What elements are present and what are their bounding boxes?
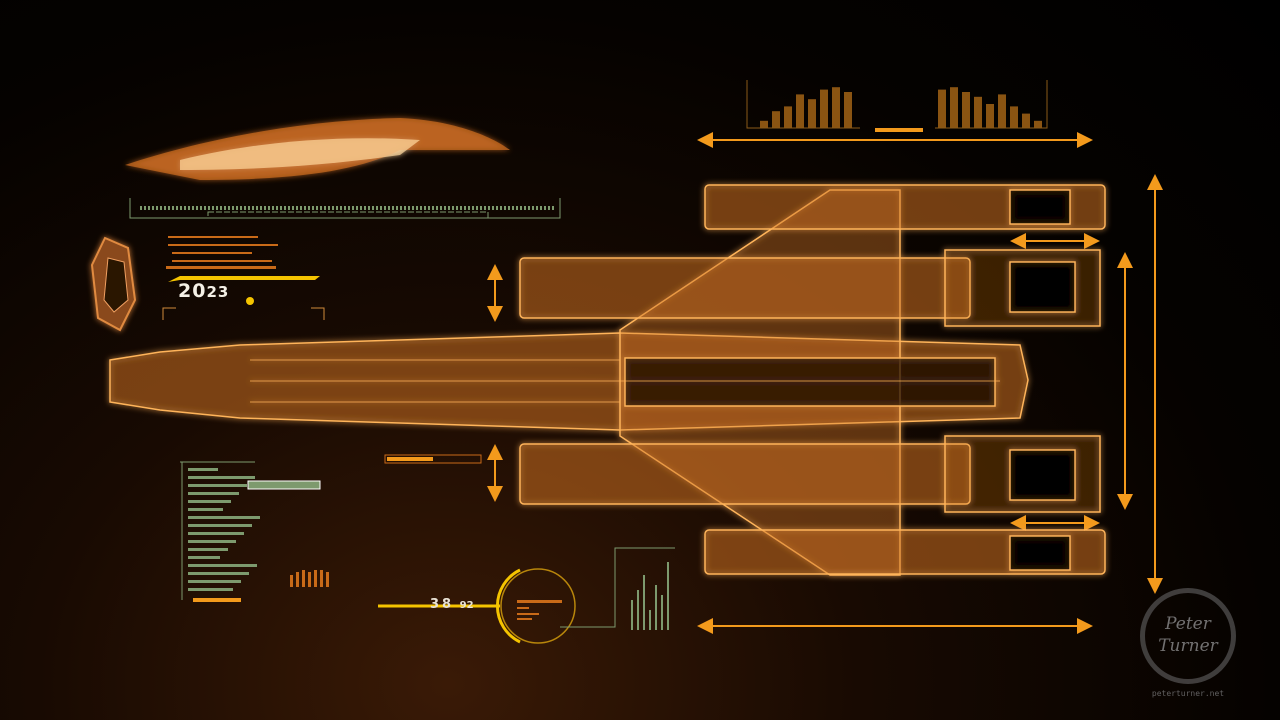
- list-selection: [247, 480, 321, 490]
- emblem-icon: [90, 236, 137, 332]
- dial-arc: [496, 568, 521, 644]
- watermark-logo: Peter Turner peterturner.net: [1140, 588, 1236, 698]
- list-item: [188, 532, 244, 535]
- list-item: [188, 548, 228, 551]
- list-item: [188, 580, 241, 583]
- mini-bars: [290, 570, 329, 587]
- bar-chart-right: [938, 87, 1042, 128]
- bar: [1010, 106, 1018, 128]
- dimension-arrows: [487, 132, 1163, 634]
- dial-text: [517, 600, 562, 620]
- list-item: [188, 516, 260, 519]
- bar: [986, 104, 994, 128]
- year-minor: 23: [206, 283, 230, 301]
- list-item: [188, 564, 257, 567]
- year-bracket: [168, 276, 320, 282]
- list-item: [188, 540, 236, 543]
- list-frame: [180, 461, 255, 600]
- bar: [832, 87, 840, 128]
- list-item: [188, 572, 249, 575]
- bar: [1022, 113, 1030, 128]
- bar: [844, 92, 852, 128]
- readout-major: 38: [430, 597, 455, 612]
- bar: [974, 96, 982, 128]
- bar: [796, 94, 804, 128]
- status-dot: [246, 297, 254, 305]
- dial: [500, 568, 576, 644]
- corner-brackets: [162, 307, 325, 320]
- list-item: [188, 524, 252, 527]
- bar: [820, 89, 828, 128]
- list-item: [188, 484, 247, 487]
- bar: [938, 89, 946, 128]
- numeric-readout: 38 92: [430, 593, 474, 612]
- list-progress: [193, 598, 241, 602]
- chart-frames: [746, 80, 1048, 132]
- list-item: [188, 500, 231, 503]
- bar-chart-left: [760, 87, 852, 128]
- bar: [998, 94, 1006, 128]
- list-item: [188, 468, 218, 471]
- list-item: [188, 508, 223, 511]
- bar: [962, 92, 970, 128]
- year-display: 2023: [178, 280, 229, 302]
- progress-bar: [384, 454, 482, 464]
- ship-side-view: [125, 118, 510, 180]
- list-item: [188, 476, 255, 479]
- bar: [950, 87, 958, 128]
- connector-line: [560, 547, 675, 628]
- bar: [760, 120, 768, 128]
- bar: [772, 111, 780, 128]
- bar: [808, 99, 816, 128]
- list-item: [188, 492, 239, 495]
- bar: [784, 106, 792, 128]
- watermark-url: peterturner.net: [1151, 689, 1225, 698]
- list-item: [188, 588, 233, 591]
- data-text-block: [166, 236, 278, 269]
- ship-top-view: [109, 184, 1106, 576]
- vertical-bar-chart: [631, 562, 669, 630]
- watermark-name: Peter Turner: [1158, 614, 1218, 656]
- year-major: 20: [178, 280, 207, 302]
- data-list: [180, 461, 260, 600]
- readout-minor: 92: [459, 600, 474, 611]
- bar: [1034, 120, 1042, 128]
- ruler-scale: [129, 198, 561, 219]
- list-item: [188, 556, 220, 559]
